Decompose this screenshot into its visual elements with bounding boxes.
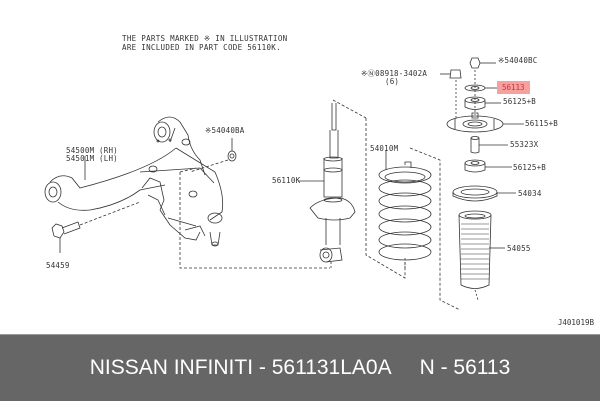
nut-54040BA-drawing [189,138,237,173]
label-08918-3402A[interactable]: ※Ⓝ08918-3402A [361,69,428,78]
parts-diagram: THE PARTS MARKED ※ IN ILLUSTRATION ARE I… [44,34,594,327]
label-54500M[interactable]: 54500M (RH) [66,146,118,155]
highlight-box [497,81,530,94]
parts-note: THE PARTS MARKED ※ IN ILLUSTRATION ARE I… [122,34,288,52]
diagram-drawing [44,57,524,311]
lower-control-arm-drawing [44,116,224,247]
label-55323X[interactable]: 55323X [510,140,539,149]
label-56113-highlighted[interactable]: 56113 [502,83,525,92]
label-56125-top[interactable]: 56125+B [503,97,537,106]
short-part-code: N - 56113 [419,356,511,379]
label-54459[interactable]: 54459 [46,261,70,270]
strut-mount-drawing [440,57,524,301]
label-56115[interactable]: 56115+B [525,119,559,128]
label-54034[interactable]: 54034 [518,189,542,198]
label-54010M[interactable]: 54010M [370,144,399,153]
coil-spring-drawing [378,147,461,311]
label-54040BA[interactable]: ※54040BA [205,126,245,135]
label-08918-qty: (6) [385,77,400,86]
label-54501M[interactable]: 54501M (LH) [66,154,118,163]
note-line-1: THE PARTS MARKED ※ IN ILLUSTRATION [122,34,288,43]
part-info-footer: NISSAN INFINITI - 561131LA0A N - 56113 [0,334,600,401]
drawing-code: J401019B [557,318,594,327]
brand-part-number: NISSAN INFINITI - 561131LA0A [89,356,392,379]
label-54040BC[interactable]: ※54040BC [498,56,538,65]
label-56125-bottom[interactable]: 56125+B [513,163,547,172]
label-54055[interactable]: 54055 [507,244,531,253]
bolt-54459-drawing [51,201,141,253]
note-line-2: ARE INCLUDED IN PART CODE 56110K. [122,43,281,52]
label-56110K[interactable]: 56110K [272,176,301,185]
shock-absorber-drawing [298,99,367,268]
